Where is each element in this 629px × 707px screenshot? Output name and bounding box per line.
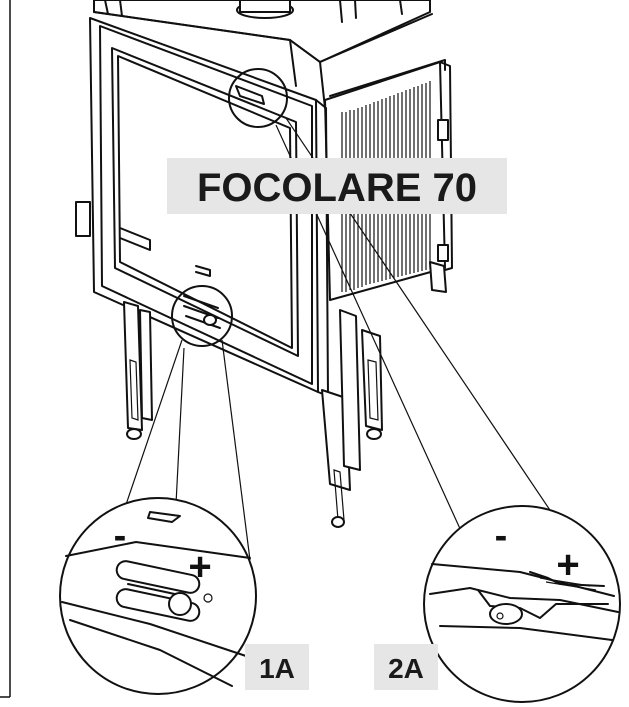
model-label: FOCOLARE 70 xyxy=(167,158,507,214)
detail-label-2a-text: 2A xyxy=(388,653,424,684)
detail-label-1a-text: 1A xyxy=(259,653,295,684)
detail-2a-minus-sign: - xyxy=(495,515,508,557)
detail-label-2a: 2A xyxy=(374,644,438,690)
model-title: FOCOLARE 70 xyxy=(197,166,477,210)
fireplace-legs xyxy=(123,261,447,528)
detail-label-1a: 1A xyxy=(245,644,309,690)
detail-1a-plus-sign: + xyxy=(188,545,211,589)
page-margin-line xyxy=(0,0,11,698)
detail-1a-minus-sign: - xyxy=(114,515,127,557)
detail-2a-plus-sign: + xyxy=(556,543,579,587)
top-detail-circle xyxy=(228,68,288,128)
front-air-slider xyxy=(183,295,221,329)
fireplace-top-housing xyxy=(93,0,433,109)
front-detail-circle xyxy=(171,285,233,347)
detail-2a-magnified xyxy=(423,505,621,703)
detail-1a-magnified xyxy=(59,497,257,695)
